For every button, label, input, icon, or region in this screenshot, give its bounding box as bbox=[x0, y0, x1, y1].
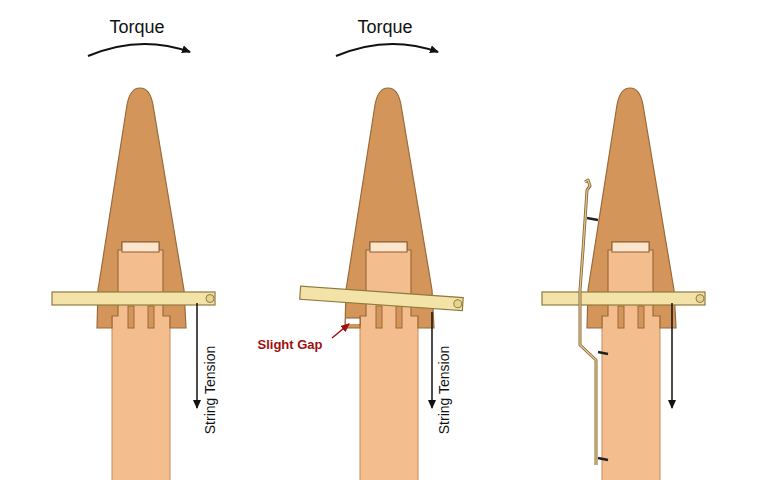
tension-label: String Tension bbox=[436, 346, 452, 434]
torque-label: Torque bbox=[109, 17, 164, 38]
gap-callout: Slight Gap bbox=[256, 337, 325, 352]
tension-label: String Tension bbox=[202, 346, 218, 434]
torque-label: Torque bbox=[357, 17, 412, 38]
